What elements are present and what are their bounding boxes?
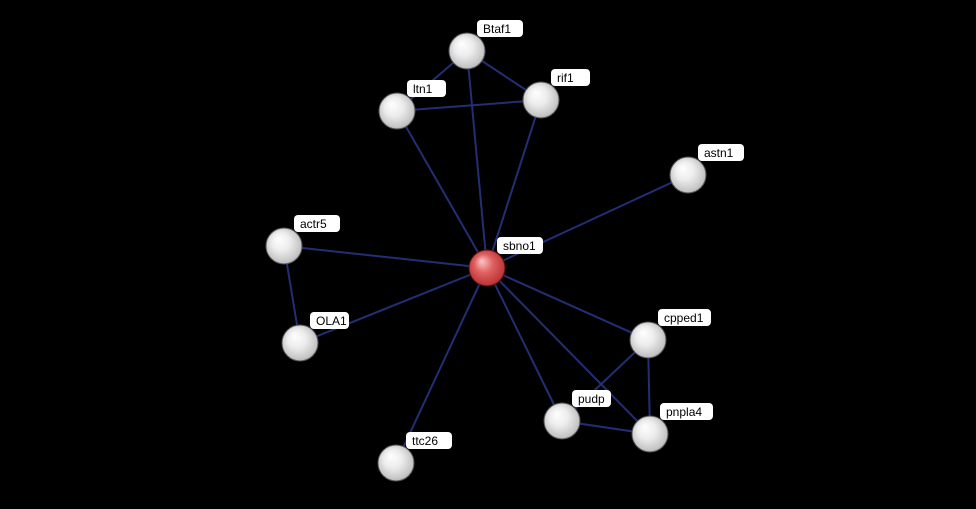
node-circle-Btaf1[interactable] [448,32,486,70]
node-label-text-pudp: pudp [578,392,605,406]
node-circle-actr5[interactable] [265,227,303,265]
node-label-text-ltn1: ltn1 [413,82,433,96]
node-label-cpped1: cpped1 [658,309,711,326]
edge-sbno1-ttc26 [395,267,488,464]
node-label-text-rif1: rif1 [557,71,574,85]
node-sbno1[interactable] [468,249,506,287]
node-label-actr5: actr5 [294,215,340,232]
node-label-text-astn1: astn1 [704,146,734,160]
node-circle-pudp[interactable] [543,402,581,440]
node-OLA1[interactable] [281,324,319,362]
node-circle-cpped1[interactable] [629,321,667,359]
node-label-text-ttc26: ttc26 [412,434,438,448]
node-label-OLA1: OLA1 [310,312,349,329]
node-label-astn1: astn1 [698,144,744,161]
edge-astn1-sbno1 [486,174,689,269]
node-label-pudp: pudp [572,390,611,407]
node-label-text-Btaf1: Btaf1 [483,22,511,36]
node-rif1[interactable] [522,81,560,119]
node-label-ltn1: ltn1 [407,80,446,97]
edge-OLA1-sbno1 [299,267,488,344]
edge-sbno1-cpped1 [486,267,649,341]
node-Btaf1[interactable] [448,32,486,70]
edge-layer [283,50,689,464]
node-circle-ttc26[interactable] [377,444,415,482]
edge-sbno1-pudp [486,267,563,422]
node-label-text-OLA1: OLA1 [316,314,347,328]
node-label-text-pnpla4: pnpla4 [666,405,702,419]
node-label-bg-sbno1 [497,237,543,254]
node-label-text-actr5: actr5 [300,217,327,231]
node-label-bg-actr5 [294,215,340,232]
node-circle-astn1[interactable] [669,156,707,194]
node-label-bg-rif1 [551,69,590,86]
node-label-sbno1: sbno1 [497,237,543,254]
edge-sbno1-pnpla4 [486,267,651,435]
node-circle-rif1[interactable] [522,81,560,119]
node-label-bg-ttc26 [406,432,452,449]
edge-ltn1-sbno1 [396,110,488,269]
node-pnpla4[interactable] [631,415,669,453]
edge-ltn1-rif1 [396,99,542,112]
edge-cpped1-pudp [561,339,649,422]
node-label-bg-pnpla4 [660,403,713,420]
node-cpped1[interactable] [629,321,667,359]
node-label-Btaf1: Btaf1 [477,20,523,37]
node-ttc26[interactable] [377,444,415,482]
edge-rif1-sbno1 [486,99,542,269]
node-actr5[interactable] [265,227,303,265]
node-label-bg-ltn1 [407,80,446,97]
node-circle-sbno1[interactable] [468,249,506,287]
node-ltn1[interactable] [378,92,416,130]
node-pudp[interactable] [543,402,581,440]
node-label-rif1: rif1 [551,69,590,86]
node-label-bg-Btaf1 [477,20,523,37]
edge-actr5-sbno1 [283,245,488,269]
node-layer [265,32,707,482]
node-label-text-cpped1: cpped1 [664,311,704,325]
node-circle-ltn1[interactable] [378,92,416,130]
node-label-pnpla4: pnpla4 [660,403,713,420]
node-circle-pnpla4[interactable] [631,415,669,453]
node-label-text-sbno1: sbno1 [503,239,536,253]
node-astn1[interactable] [669,156,707,194]
node-label-bg-OLA1 [310,312,349,329]
node-label-ttc26: ttc26 [406,432,452,449]
node-label-bg-astn1 [698,144,744,161]
node-label-bg-pudp [572,390,611,407]
node-label-bg-cpped1 [658,309,711,326]
edge-Btaf1-sbno1 [466,50,488,269]
node-circle-OLA1[interactable] [281,324,319,362]
